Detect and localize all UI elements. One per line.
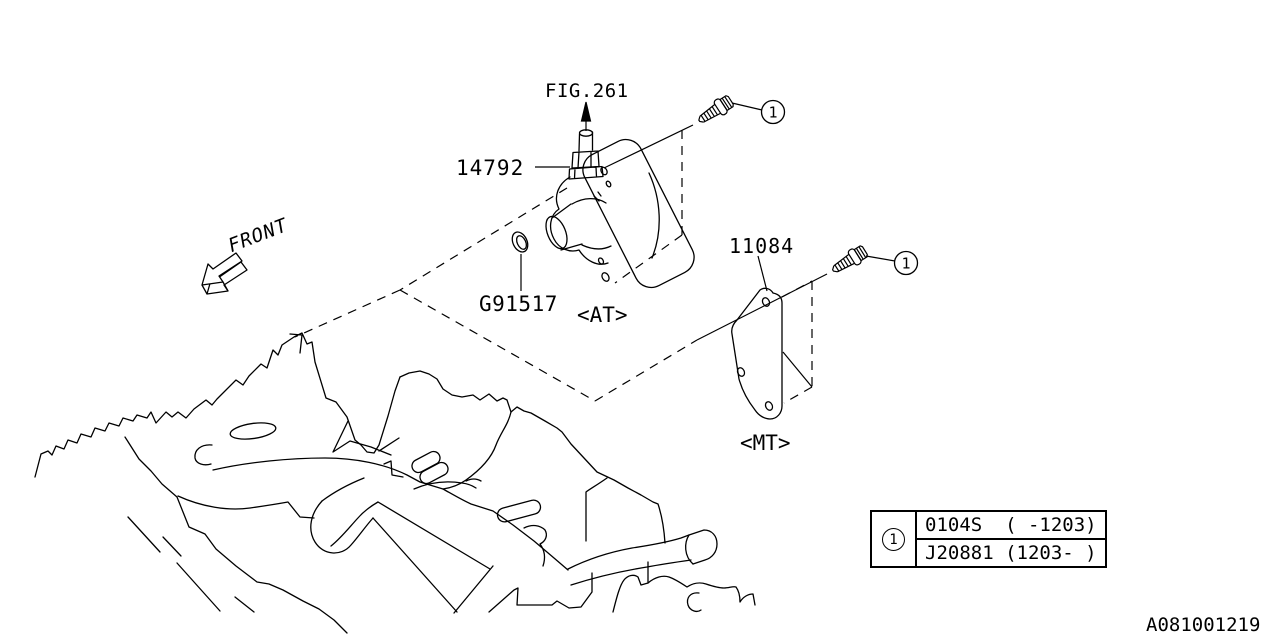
egr-valve-drawing — [545, 129, 695, 289]
plate-part-number[interactable]: 11084 — [729, 234, 795, 258]
hidden-edge-lines — [294, 130, 813, 404]
legend-ref-circle: 1 — [882, 527, 905, 551]
valve-part-number[interactable]: 14792 — [456, 156, 525, 180]
bolt-icon — [827, 242, 870, 279]
legend-rows: 0104S ( -1203) J20881 (1203- ) — [917, 512, 1105, 566]
callout-1-valve-bolt[interactable]: 1 — [760, 99, 786, 125]
callout-1-plate-bolt[interactable]: 1 — [893, 250, 919, 276]
cover-plate-drawing — [731, 287, 783, 420]
gasket-part-number[interactable]: G91517 — [479, 292, 558, 316]
engine-outline-drawing — [34, 332, 756, 634]
legend-row-early-part[interactable]: 0104S ( -1203) — [925, 514, 1097, 536]
fig-arrow-icon — [580, 101, 592, 131]
at-variant-label: <AT> — [577, 303, 628, 327]
document-id: A081001219 — [1146, 614, 1261, 636]
callout-number: 1 — [768, 104, 777, 122]
legend-ref-cell: 1 — [872, 512, 917, 566]
legend-table: 1 0104S ( -1203) J20881 (1203- ) — [870, 510, 1107, 568]
legend-row-late-part[interactable]: J20881 (1203- ) — [917, 538, 1105, 566]
front-arrow-icon — [201, 252, 248, 295]
bolt-icon — [694, 92, 736, 129]
gasket-ring-drawing — [511, 231, 529, 253]
callout-number: 1 — [901, 255, 910, 273]
leader-lines — [520, 102, 896, 388]
figure-reference-label[interactable]: FIG.261 — [545, 80, 629, 102]
mt-variant-label: <MT> — [740, 431, 791, 455]
